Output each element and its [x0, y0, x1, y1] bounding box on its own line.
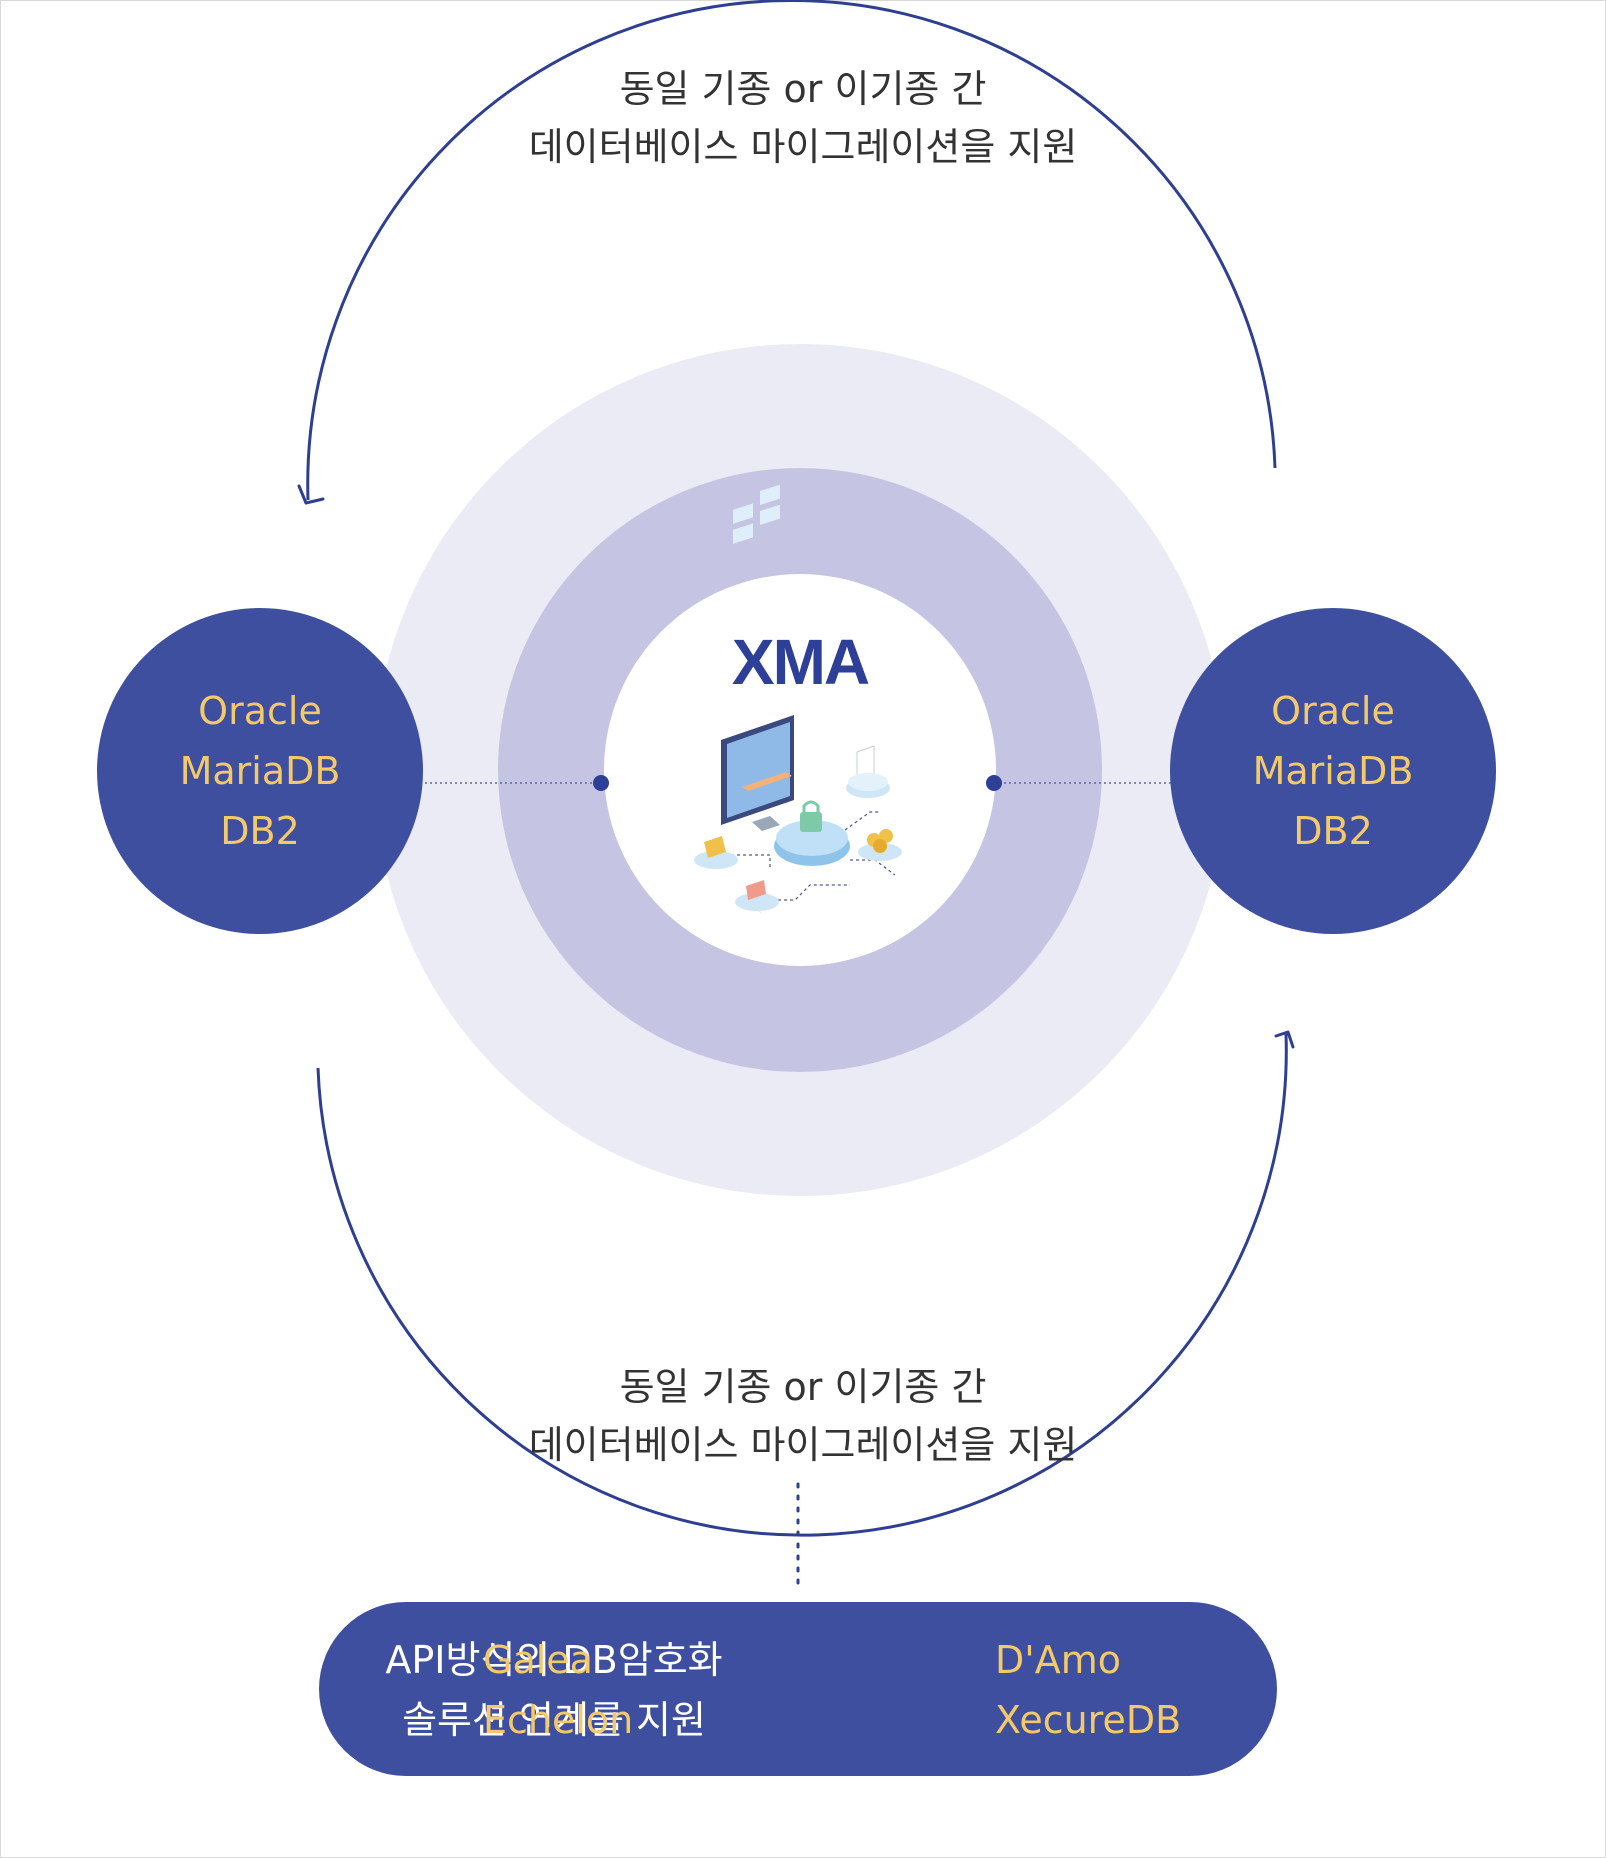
db-right-item-oracle: Oracle [1271, 689, 1395, 733]
db-left-item-mariadb: MariaDB [179, 749, 341, 793]
db-circle-left: Oracle MariaDB DB2 [97, 608, 423, 934]
db-left-item-oracle: Oracle [198, 689, 322, 733]
center-title: XMA [731, 626, 870, 698]
caption-bottom-line2: 데이터베이스 마이그레이션을 지원 [528, 1423, 1078, 1467]
solution-echelon: Echelon [483, 1698, 634, 1742]
db-left-item-db2: DB2 [220, 809, 300, 853]
center-core [604, 574, 996, 966]
db-right-item-db2: DB2 [1293, 809, 1373, 853]
caption-top-line2: 데이터베이스 마이그레이션을 지원 [528, 125, 1078, 169]
db-circle-right: Oracle MariaDB DB2 [1170, 608, 1496, 934]
caption-bottom-line1: 동일 기종 or 이기종 간 [619, 1365, 987, 1409]
db-right-item-mariadb: MariaDB [1252, 749, 1414, 793]
top-migration-arc [306, 0, 1277, 501]
xma-illustration [694, 484, 902, 913]
integration-description: API방식의 DB암호화 솔루션 연계를 지원 [374, 1630, 734, 1750]
integration-pill: API방식의 DB암호화 솔루션 연계를 지원 [319, 1602, 1277, 1776]
solution-xecuredb: XecureDB [995, 1698, 1182, 1742]
solution-galea: Galea [483, 1638, 593, 1682]
connector-left-dot [593, 775, 609, 791]
bottom-migration-arc [316, 1033, 1288, 1537]
integration-description-line1: API방식의 DB암호화 [385, 1638, 723, 1682]
solution-damo: D'Amo [995, 1638, 1121, 1682]
caption-top: 동일 기종 or 이기종 간 데이터베이스 마이그레이션을 지원 [0, 60, 1606, 176]
caption-top-line1: 동일 기종 or 이기종 간 [619, 67, 987, 111]
integration-description-line2: 솔루션 연계를 지원 [402, 1698, 706, 1742]
bottom-arrowhead-icon [1274, 1030, 1295, 1049]
caption-bottom: 동일 기종 or 이기종 간 데이터베이스 마이그레이션을 지원 [0, 1358, 1606, 1474]
top-arrowhead-icon [297, 484, 325, 505]
connector-right-dot [986, 775, 1002, 791]
